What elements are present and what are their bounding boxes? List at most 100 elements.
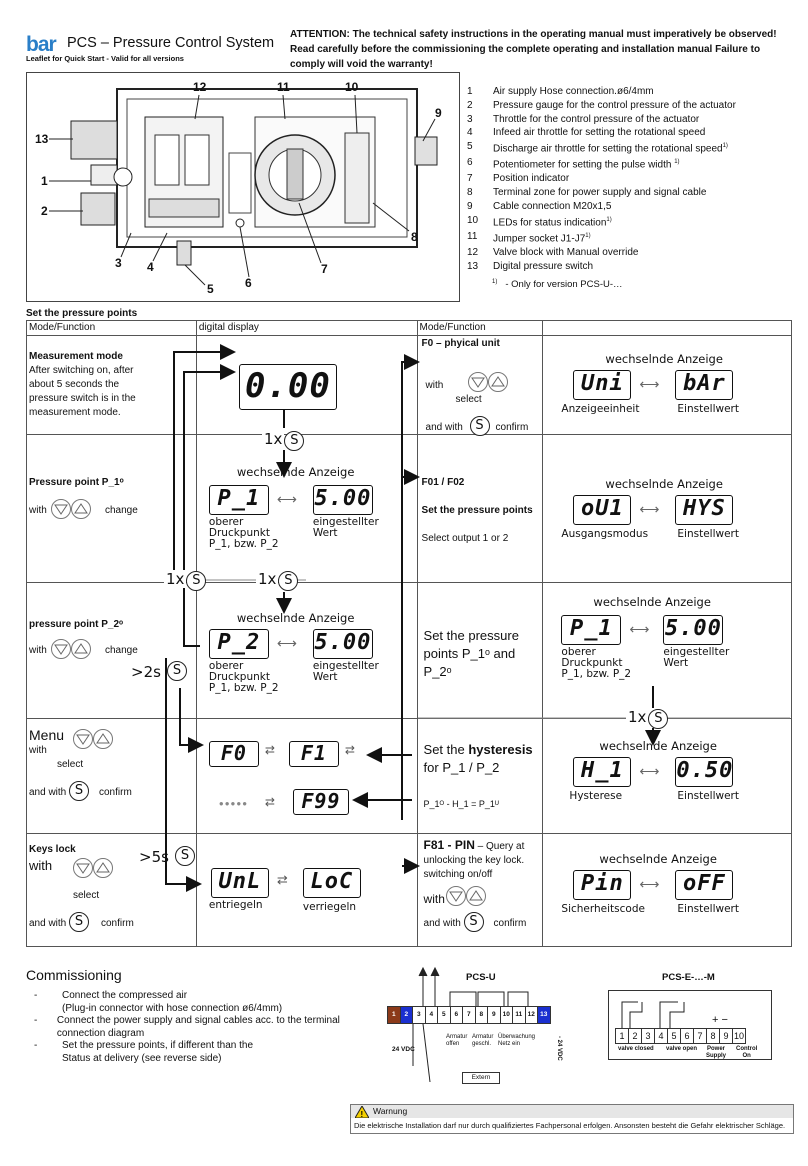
legend-label: Pressure gauge for the control pressure …	[493, 99, 736, 111]
svg-text:9: 9	[435, 106, 442, 120]
table-row: Keys lock with select and with S confirm…	[26, 833, 792, 947]
hysteresis-bold: hysteresis	[468, 742, 533, 757]
terminal-1: 1	[615, 1028, 629, 1044]
legend-footnote-marker: 1)	[722, 143, 728, 150]
lcd-f0: F0	[208, 741, 259, 767]
legend-number: 5	[467, 141, 473, 153]
keys-arrows[interactable]	[73, 858, 113, 878]
pin-arrows[interactable]	[445, 886, 486, 906]
up-triangle-icon[interactable]	[93, 858, 113, 878]
up-triangle-icon[interactable]	[93, 729, 113, 749]
s-button[interactable]: S	[648, 709, 669, 729]
lcd-p1: P_1	[561, 615, 622, 645]
lcd-unit: Uni	[573, 370, 632, 400]
s-button[interactable]: S	[186, 571, 207, 591]
pcse-control-on: Control On	[736, 1046, 758, 1059]
down-triangle-icon[interactable]	[51, 639, 71, 659]
s-button[interactable]: S	[175, 846, 195, 866]
alt-title: wechselnde Anzeige	[599, 739, 717, 753]
legend-label: LEDs for status indication	[493, 217, 607, 229]
set-pressure-points-text: Set the pressure points P_1ᵒ and P_2ᵒ	[423, 628, 519, 679]
press-count: 1x	[262, 430, 285, 448]
up-triangle-icon[interactable]	[487, 372, 508, 392]
legend-text: Valve block with Manual override	[493, 246, 638, 260]
f01-subtitle: Set the pressure points	[421, 505, 533, 516]
row3-arrows[interactable]	[51, 639, 91, 659]
s-button[interactable]: S	[167, 661, 187, 681]
press-5s-label: >5s	[139, 848, 169, 866]
commissioning-step: Set the pressure points, if different th…	[62, 1040, 254, 1064]
legend-text: Potentiometer for setting the pulse widt…	[493, 156, 680, 172]
up-triangle-icon[interactable]	[71, 499, 91, 519]
row1-text: After switching on, after about 5 second…	[29, 365, 136, 418]
legend-label: Infeed air throttle for setting the rota…	[493, 127, 706, 139]
alt-title: wechselnde Anzeige	[605, 352, 723, 366]
row2-mode: Pressure point P_1ᵒ with change	[26, 434, 197, 583]
document-subtitle: Leaflet for Quick Start - Valid for all …	[26, 54, 184, 63]
down-triangle-icon[interactable]	[73, 858, 93, 878]
s-button[interactable]: S	[463, 912, 484, 932]
keys-confirm: confirm	[101, 918, 134, 929]
alt-label-left: Anzeigeeinheit	[561, 403, 640, 415]
s-button[interactable]: S	[278, 571, 299, 591]
terminal-7: 7	[693, 1028, 707, 1044]
legend-number: 6	[467, 157, 473, 169]
legend-number: 4	[467, 127, 473, 139]
footnote-text: - Only for version PCS-U-…	[505, 279, 623, 291]
vdc-right: - 24 VDC	[556, 1036, 562, 1061]
pcse-box	[608, 990, 772, 1060]
lcd-value: 5.00	[663, 615, 724, 645]
header-empty	[542, 320, 792, 336]
s-button[interactable]: S	[69, 781, 89, 801]
down-triangle-icon[interactable]	[467, 372, 488, 392]
header-mode-function-2: Mode/Function	[416, 320, 544, 336]
lcd-hys-value: 0.50	[675, 757, 734, 787]
list-item: -Connect the compressed air (Plug-in con…	[34, 990, 283, 1014]
cycle-arrows-icon: ⇄	[264, 795, 275, 809]
row5-function: F81 - PIN – Query at unlocking the key l…	[416, 833, 544, 947]
lcd-label-right: eingestellter Wert	[312, 516, 379, 539]
svg-text:10: 10	[345, 80, 359, 94]
menu-title: Menu	[29, 727, 65, 743]
lcd-measurement: 0.00	[238, 364, 337, 410]
menu-arrows[interactable]	[73, 729, 113, 749]
pcse-wiring-lines	[621, 1001, 685, 1028]
down-triangle-icon[interactable]	[51, 499, 71, 519]
alt-title: wechselnde Anzeige	[605, 477, 723, 491]
commissioning-step: Connect the power supply and signal cabl…	[56, 1015, 340, 1039]
row2-arrows[interactable]	[51, 499, 91, 519]
s-button[interactable]: S	[284, 431, 305, 451]
alt-label-left: Sicherheitscode	[561, 903, 645, 915]
legend-number: 12	[467, 247, 479, 259]
s-button[interactable]: S	[469, 416, 490, 436]
legend-item: 12 Valve block with Manual override	[467, 246, 797, 260]
svg-text:13: 13	[35, 132, 49, 146]
lcd-label-right: eingestellter Wert	[663, 646, 730, 669]
terminal-9: 9	[719, 1028, 733, 1044]
legend-item: 4 Infeed air throttle for setting the rot…	[467, 126, 797, 140]
up-triangle-icon[interactable]	[71, 639, 91, 659]
f0-title: F0 – phyical unit	[421, 338, 500, 349]
down-triangle-icon[interactable]	[445, 886, 466, 906]
legend-text: Digital pressure switch	[493, 260, 593, 274]
row5-alt-display: wechselnde Anzeige Pin ⟷ oFF Sicherheits…	[542, 833, 792, 947]
alt-title: wechselnde Anzeige	[599, 852, 717, 866]
s-button[interactable]: S	[69, 912, 89, 932]
down-triangle-icon[interactable]	[73, 729, 93, 749]
cycle-arrows-icon: ⇄	[264, 743, 275, 757]
f0-arrow-buttons[interactable]	[467, 372, 508, 392]
row4-mode: Menu with select and with S confirm	[26, 718, 197, 834]
press-count: 1x	[256, 570, 279, 588]
lcd-value: 5.00	[312, 629, 373, 659]
lcd-output-mode: oU1	[573, 495, 632, 525]
f0-select-label: select	[455, 394, 482, 405]
up-triangle-icon[interactable]	[465, 886, 486, 906]
lcd-label-left: oberer Druckpunkt P_1, bzw. P_2	[208, 516, 279, 550]
menu-select: select	[57, 759, 84, 770]
